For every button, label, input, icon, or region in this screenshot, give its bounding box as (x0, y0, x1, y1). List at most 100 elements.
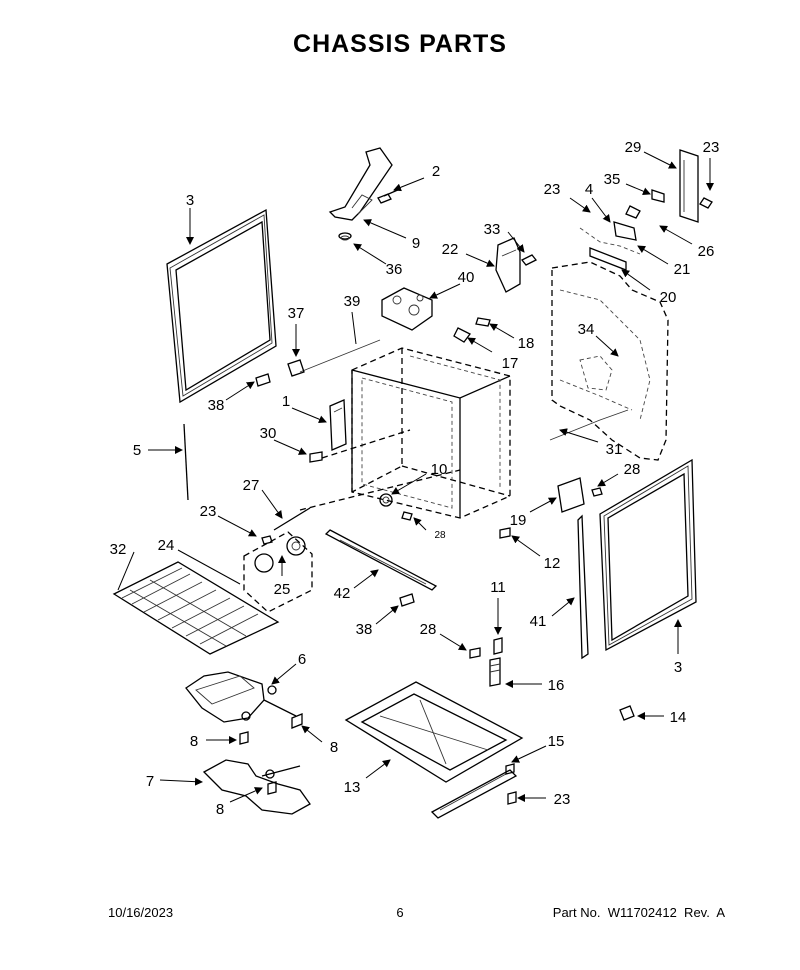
part-8-screw-a[interactable] (239, 731, 249, 745)
callout-28: 28 (624, 461, 641, 478)
callout-28: 28 (420, 621, 437, 638)
callout-35: 35 (604, 171, 621, 188)
callout-33: 33 (484, 221, 501, 238)
callout-14: 14 (670, 709, 687, 726)
part-30-screw[interactable] (309, 451, 323, 463)
callout-10: 10 (431, 461, 448, 478)
callout-30: 30 (260, 425, 277, 442)
callout-38: 38 (356, 621, 373, 638)
part-37-bracket[interactable] (287, 359, 305, 377)
callout-13: 13 (344, 779, 361, 796)
footer-page-number: 6 (396, 905, 404, 920)
part-39-wire[interactable] (299, 339, 381, 373)
callout-5: 5 (133, 442, 141, 459)
part-23-screw-bottom[interactable] (507, 791, 517, 805)
part-16-fitting[interactable] (489, 657, 501, 687)
callout-29: 29 (625, 139, 642, 156)
part-21-bracket[interactable] (589, 247, 627, 271)
part-38-screw-lower[interactable] (399, 593, 415, 607)
part-24-oven-rack[interactable] (112, 561, 280, 655)
callout-23: 23 (544, 181, 561, 198)
part-8-screw-c[interactable] (267, 781, 277, 795)
callout-12: 12 (544, 555, 561, 572)
callout-19: 19 (510, 512, 527, 529)
part-28-screw-center[interactable] (401, 511, 413, 521)
part-29-strip[interactable] (679, 149, 699, 223)
part-6-bake-element[interactable] (185, 671, 297, 723)
callout-16: 16 (548, 677, 565, 694)
part-13-drawer-pan[interactable] (344, 681, 524, 783)
part-28-screw-right[interactable] (591, 487, 603, 497)
callout-labels: 3 2 9 36 37 39 40 22 33 23 4 35 29 23 26… (110, 139, 720, 818)
part-35-nut[interactable] (651, 189, 665, 203)
callout-37: 37 (288, 305, 305, 322)
callout-26: 26 (698, 243, 715, 260)
part-42-rail[interactable] (324, 529, 438, 591)
callout-8: 8 (216, 801, 224, 818)
part-2-screw[interactable] (377, 188, 401, 204)
callout-23: 23 (200, 503, 217, 520)
part-19-bracket[interactable] (557, 477, 585, 513)
callout-39: 39 (344, 293, 361, 310)
callout-8: 8 (330, 739, 338, 756)
part-22-bracket[interactable] (495, 237, 521, 293)
part-4-screw[interactable] (625, 205, 641, 219)
part-33-screw[interactable] (520, 254, 538, 266)
part-11-terminal[interactable] (493, 637, 503, 655)
part-1-hinge[interactable] (329, 399, 347, 451)
part-14-clip[interactable] (619, 705, 635, 721)
part-26-clip[interactable] (613, 221, 637, 241)
part-25-thermostat-assembly[interactable] (243, 531, 313, 613)
part-17-clip[interactable] (453, 327, 471, 343)
part-20-back-panel[interactable] (551, 261, 669, 461)
part-40-latch[interactable] (381, 287, 433, 331)
part-41-seal[interactable] (577, 514, 589, 660)
callout-3: 3 (186, 192, 194, 209)
callout-11: 11 (490, 579, 506, 596)
callout-23: 23 (703, 139, 720, 156)
part-18-screw[interactable] (475, 317, 491, 327)
part-3-door-frame-left[interactable] (166, 208, 277, 404)
part-36-grommet[interactable] (338, 232, 352, 241)
callout-2: 2 (432, 163, 440, 180)
callout-18: 18 (518, 335, 535, 352)
part-15-drawer-rail[interactable] (430, 769, 518, 819)
part-8-screw-b[interactable] (291, 713, 303, 729)
callout-22: 22 (442, 241, 459, 258)
leader-lines (117, 151, 714, 803)
callout-41: 41 (530, 613, 547, 630)
callout-31: 31 (606, 441, 623, 458)
part-9-bracket[interactable] (328, 147, 393, 221)
callout-1: 1 (282, 393, 290, 410)
footer-part-number: Part No. W11702412 Rev. A (552, 905, 725, 920)
part-7-broil-element[interactable] (202, 759, 311, 815)
callout-4: 4 (585, 181, 593, 198)
part-38-screw-upper[interactable] (255, 373, 271, 387)
part-12-screw[interactable] (499, 527, 511, 539)
callout-36: 36 (386, 261, 403, 278)
callout-15: 15 (548, 733, 565, 750)
callout-24: 24 (158, 537, 175, 554)
callout-21: 21 (674, 261, 691, 278)
callout-3: 3 (674, 659, 682, 676)
callout-40: 40 (458, 269, 475, 286)
part-10-connector[interactable] (379, 493, 393, 507)
part-5-seal[interactable] (183, 423, 189, 501)
callout-34: 34 (578, 321, 595, 338)
callout-38: 38 (208, 397, 225, 414)
part-27-rod[interactable] (273, 507, 311, 531)
part-23-screw-left[interactable] (261, 535, 273, 545)
footer-date: 10/16/2023 (108, 905, 174, 920)
part-3-door-frame-right[interactable] (599, 458, 697, 652)
part-15-screw[interactable] (505, 763, 515, 775)
callout-23: 23 (554, 791, 571, 808)
callout-27: 27 (243, 477, 260, 494)
part-23-screw-top[interactable] (699, 197, 713, 209)
part-28-screw-lower[interactable] (469, 647, 481, 659)
part-31-wire[interactable] (549, 409, 629, 441)
callout-17: 17 (502, 355, 519, 372)
callout-25: 25 (274, 581, 291, 598)
oven-cavity[interactable] (351, 347, 511, 519)
callout-9: 9 (412, 235, 420, 252)
